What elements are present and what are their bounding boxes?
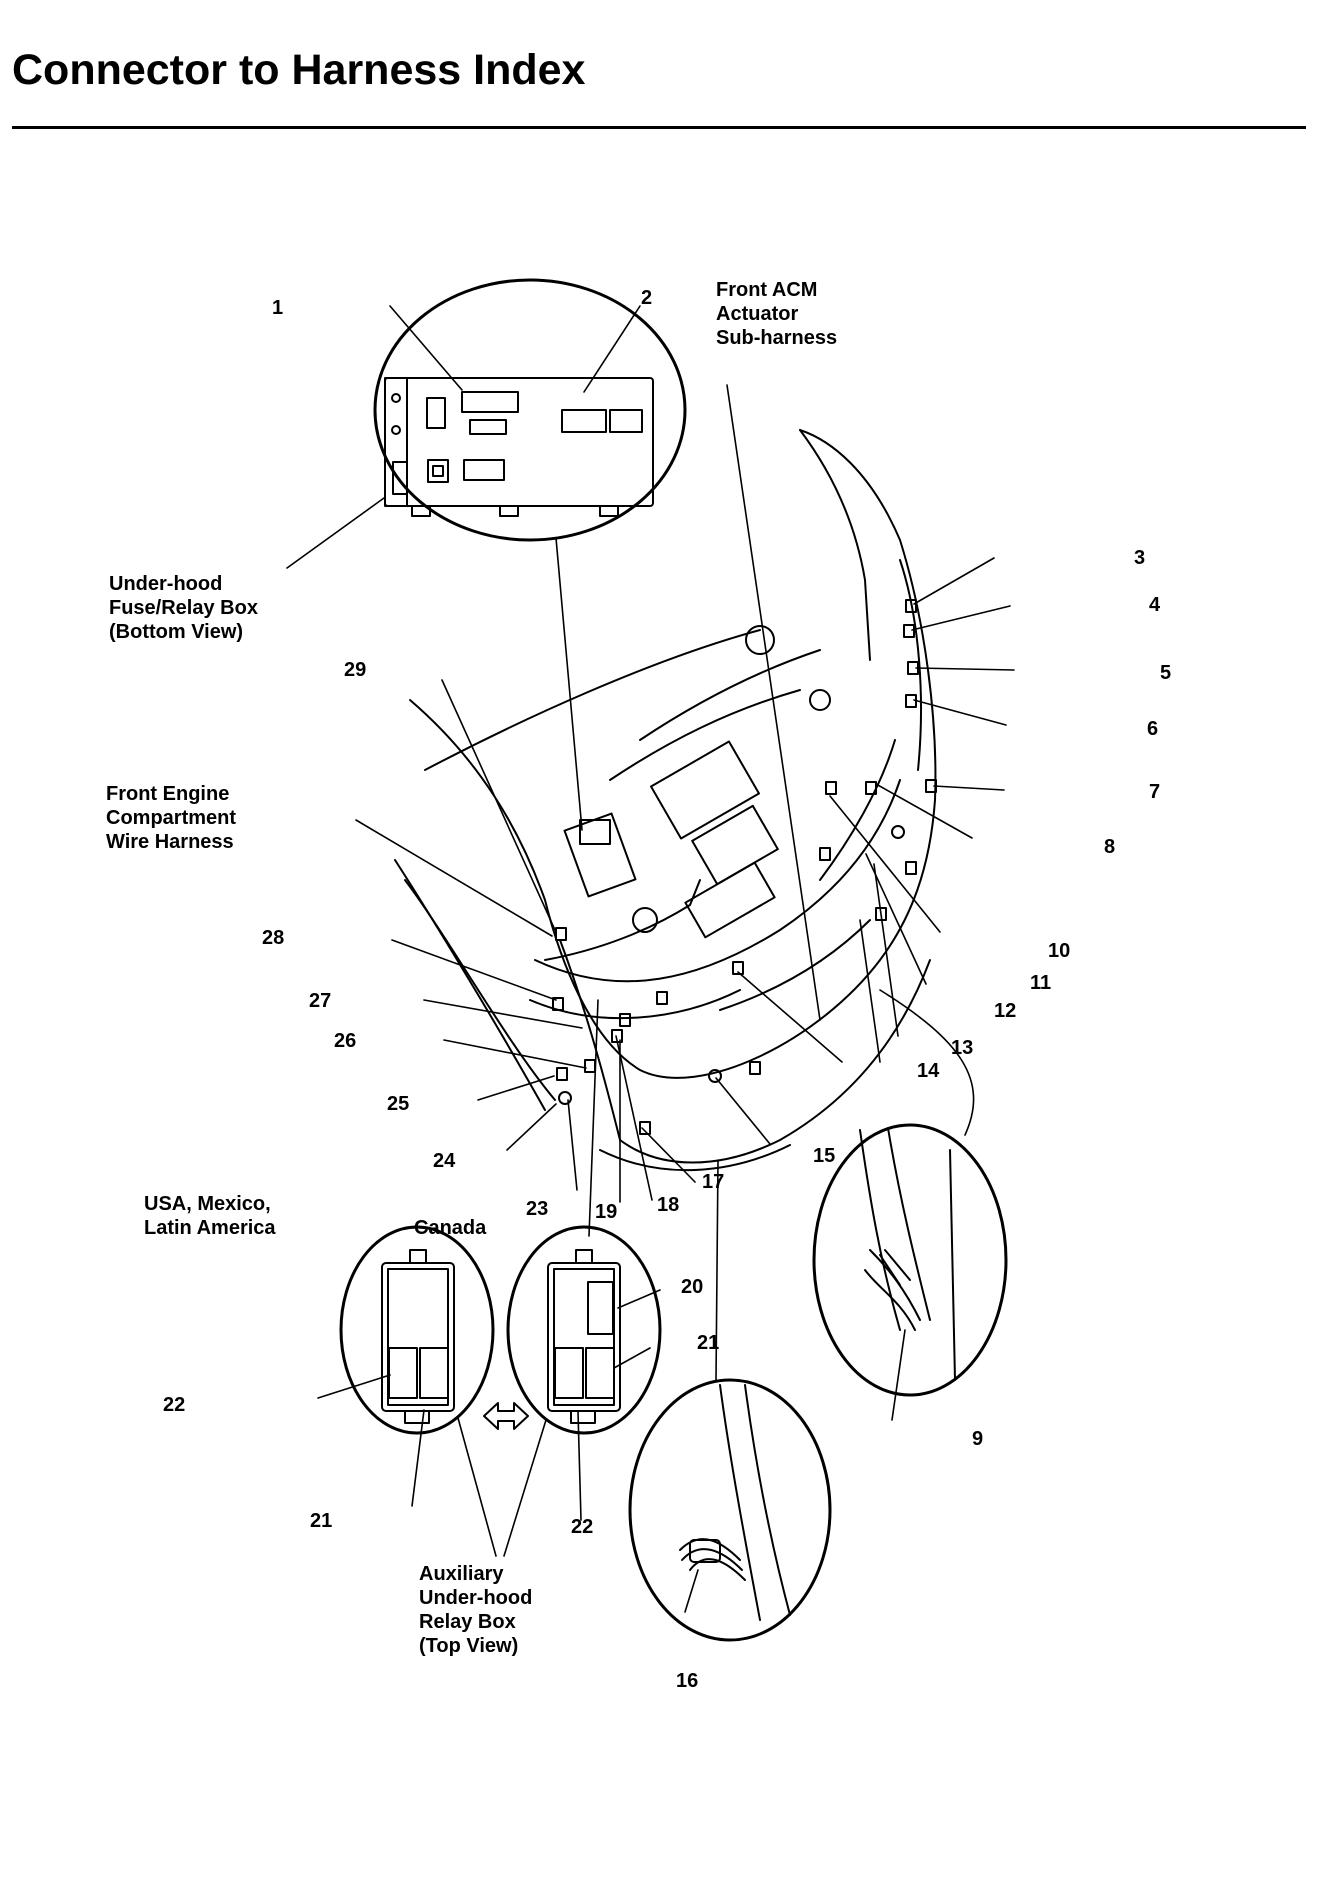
canada-label: Canada xyxy=(414,1217,487,1239)
acm-label: Front ACM Actuator Sub-harness xyxy=(716,278,837,350)
acm-label-line: Sub-harness xyxy=(716,327,838,349)
callout-2: 2 xyxy=(641,287,653,309)
aux-box-label-line: Under-hood xyxy=(419,1587,533,1609)
aux-box-label: Auxiliary Under-hood Relay Box (Top View… xyxy=(419,1562,532,1658)
fuse-box-detail-view xyxy=(373,278,687,542)
callout-14: 14 xyxy=(917,1060,940,1082)
callout-3: 3 xyxy=(1134,547,1146,569)
aux-box-label-line: Relay Box xyxy=(419,1611,516,1633)
page-title: Connector to Harness Index xyxy=(12,46,586,94)
usa-label: USA, Mexico, Latin America xyxy=(144,1192,276,1240)
callout-23: 23 xyxy=(526,1198,549,1220)
callout-26: 26 xyxy=(334,1030,357,1052)
callout-24: 24 xyxy=(433,1150,456,1172)
callout-12: 12 xyxy=(994,1000,1017,1022)
fuse-box-label-line: (Bottom View) xyxy=(109,621,244,643)
callout-7: 7 xyxy=(1149,781,1161,803)
front-harness-label-line: Compartment xyxy=(106,807,237,829)
aux-box-label-line: Auxiliary xyxy=(419,1563,504,1585)
callout-4: 4 xyxy=(1149,594,1161,616)
callout-13: 13 xyxy=(951,1037,974,1059)
callout-22: 22 xyxy=(163,1394,186,1416)
callout-20: 20 xyxy=(681,1276,704,1298)
callout-10: 10 xyxy=(1048,940,1071,962)
callout-9: 9 xyxy=(972,1428,984,1450)
callout-29: 29 xyxy=(344,659,367,681)
title-divider xyxy=(12,126,1306,129)
aux-relay-box-usa xyxy=(339,1225,495,1435)
callout-17: 17 xyxy=(702,1171,725,1193)
callout-18: 18 xyxy=(657,1194,680,1216)
leader-lines xyxy=(286,305,1015,1613)
front-harness-label: Front Engine Compartment Wire Harness xyxy=(106,782,236,854)
callout-21: 21 xyxy=(310,1510,333,1532)
callout-21: 21 xyxy=(697,1332,720,1354)
fuse-box-label: Under-hood Fuse/Relay Box (Bottom View) xyxy=(109,572,258,644)
callout-19: 19 xyxy=(595,1201,618,1223)
vehicle-body-outline xyxy=(394,429,937,1172)
usa-label-line: USA, Mexico, xyxy=(144,1193,271,1215)
callout-1: 1 xyxy=(272,297,284,319)
callout-16: 16 xyxy=(676,1670,699,1692)
acm-detail-view xyxy=(812,1123,1008,1397)
acm-label-line: Actuator xyxy=(716,303,799,325)
callout-25: 25 xyxy=(387,1093,410,1115)
front-harness-label-line: Wire Harness xyxy=(106,831,234,853)
fuse-box-label-line: Fuse/Relay Box xyxy=(109,597,258,619)
usa-label-line: Latin America xyxy=(144,1217,276,1239)
callout-28: 28 xyxy=(262,927,285,949)
connector-16-detail-view xyxy=(628,1378,832,1642)
callout-22: 22 xyxy=(571,1516,594,1538)
callout-6: 6 xyxy=(1147,718,1159,740)
aux-relay-box-canada xyxy=(506,1225,662,1435)
callout-11: 11 xyxy=(1030,972,1052,994)
aux-box-label-line: (Top View) xyxy=(419,1635,519,1657)
double-arrow-icon xyxy=(483,1402,529,1430)
callout-15: 15 xyxy=(813,1145,836,1167)
callout-8: 8 xyxy=(1104,836,1116,858)
callout-27: 27 xyxy=(309,990,332,1012)
acm-label-line: Front ACM xyxy=(716,279,818,301)
callout-5: 5 xyxy=(1160,662,1172,684)
fuse-box-label-line: Under-hood xyxy=(109,573,223,595)
front-harness-label-line: Front Engine xyxy=(106,783,230,805)
